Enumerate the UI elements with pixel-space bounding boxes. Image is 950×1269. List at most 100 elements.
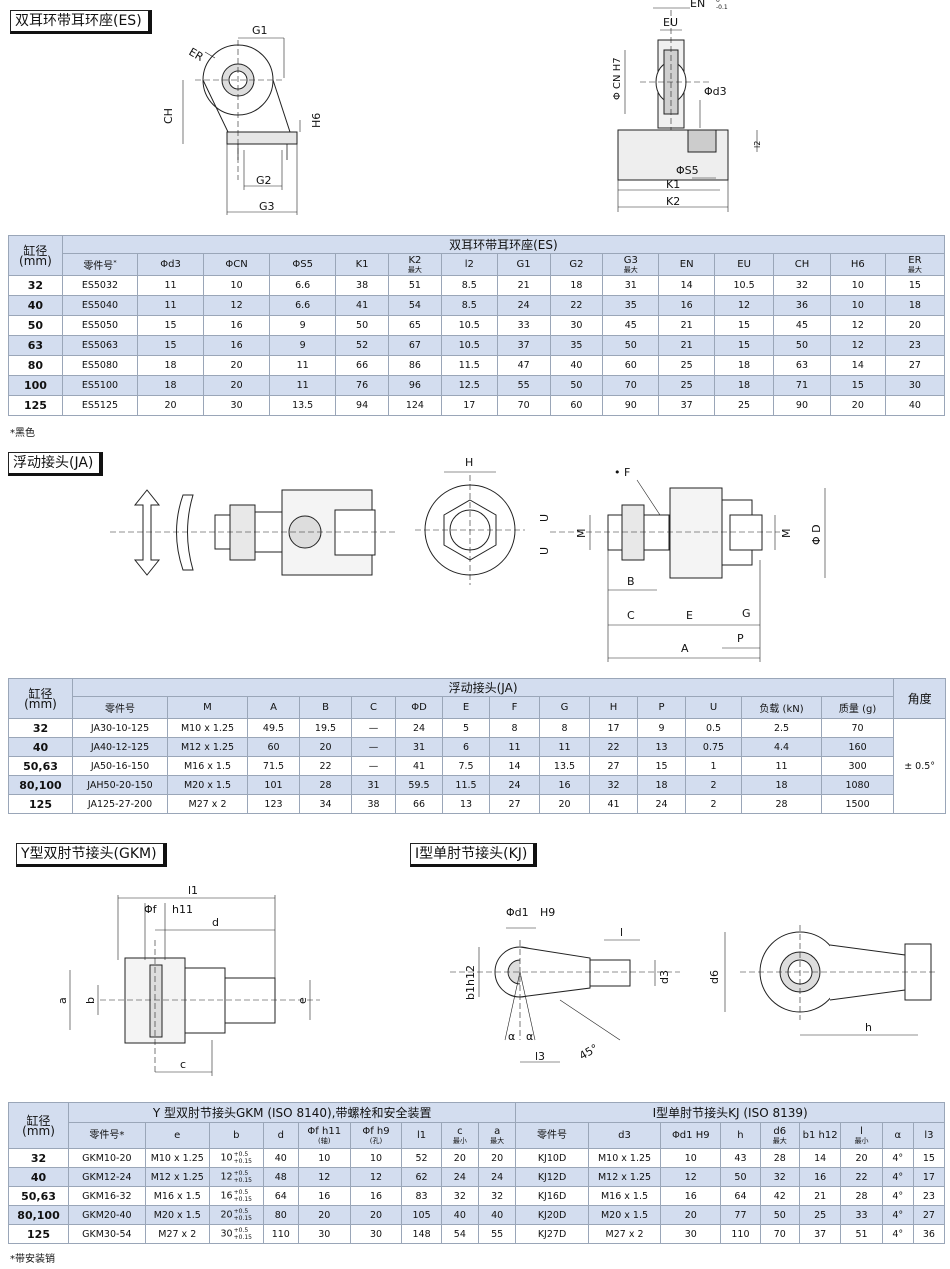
label-kj-l3: l3 bbox=[535, 1050, 545, 1063]
label-kj-45deg: 45° bbox=[577, 1042, 600, 1063]
table-cell: 10 bbox=[349, 1148, 403, 1168]
table-cell: 40 bbox=[440, 1205, 479, 1225]
es-col-2: ΦCN bbox=[203, 253, 271, 276]
table-cell: 20 bbox=[840, 1148, 883, 1168]
table-cell: 101 bbox=[247, 775, 300, 795]
table-cell: 52 bbox=[401, 1148, 442, 1168]
table-cell: 43 bbox=[720, 1148, 761, 1168]
es-right-drawing bbox=[617, 7, 758, 212]
table-cell: 18 bbox=[884, 295, 946, 316]
table-cell: 12 bbox=[297, 1167, 351, 1187]
table-cell: 20 bbox=[349, 1205, 403, 1225]
table-cell: 4° bbox=[881, 1148, 914, 1168]
table-cell: 90 bbox=[773, 395, 831, 416]
table-cell: 70 bbox=[602, 375, 660, 396]
bore-cell: 32 bbox=[8, 718, 73, 738]
table-cell: M12 x 1.25 bbox=[587, 1167, 662, 1187]
bore-cell: 50 bbox=[8, 315, 63, 336]
table-cell: JA50-16-150 bbox=[72, 756, 168, 776]
kj-drawing bbox=[450, 925, 935, 1063]
table-cell: 31 bbox=[602, 275, 660, 296]
kj-col-8: l3 bbox=[912, 1122, 946, 1149]
table-cell: 55 bbox=[496, 375, 551, 396]
gkm-kj-table: 缸径(mm) Y 型双肘节接头GKM (ISO 8140),带螺栓和安全装置 I… bbox=[7, 1102, 946, 1244]
table-cell: 36 bbox=[912, 1224, 946, 1244]
table-cell: 52 bbox=[335, 335, 389, 356]
table-cell: ES5032 bbox=[61, 275, 139, 296]
label-er: ER bbox=[187, 45, 206, 64]
ja-col-7: F bbox=[489, 696, 540, 719]
gkm-col-3: d bbox=[262, 1122, 299, 1149]
table-cell: 20 bbox=[660, 1205, 722, 1225]
table-cell: 51 bbox=[840, 1224, 883, 1244]
table-cell: 13.5 bbox=[269, 395, 337, 416]
bore-cell: 125 bbox=[8, 794, 73, 814]
table-cell: 35 bbox=[602, 295, 660, 316]
es-col-10: EN bbox=[658, 253, 716, 276]
table-cell: M16 x 1.5 bbox=[167, 756, 248, 776]
table-cell: 11.5 bbox=[440, 355, 498, 376]
table-cell: KJ10D bbox=[515, 1148, 589, 1168]
table-cell: M12 x 1.25 bbox=[144, 1167, 210, 1187]
table-cell: 15 bbox=[829, 375, 886, 396]
table-cell: 4° bbox=[881, 1205, 914, 1225]
kj-col-3: h bbox=[720, 1122, 761, 1149]
es-col-12: CH bbox=[773, 253, 831, 276]
table-cell: M27 x 2 bbox=[144, 1224, 210, 1244]
table-cell: 23 bbox=[912, 1186, 946, 1206]
table-cell: 10+0.5+0.15 bbox=[208, 1148, 264, 1168]
table-cell: 22 bbox=[589, 737, 638, 757]
table-cell: 31 bbox=[395, 737, 443, 757]
table-cell: 83 bbox=[401, 1186, 442, 1206]
label-h6: H6 bbox=[310, 113, 323, 128]
table-cell: 32 bbox=[759, 1167, 800, 1187]
table-cell: 40 bbox=[477, 1205, 517, 1225]
ja-angle-value: ± 0.5° bbox=[893, 718, 947, 814]
table-cell: 30 bbox=[297, 1224, 351, 1244]
ja-col-1: M bbox=[167, 696, 248, 719]
table-cell: 20 bbox=[137, 395, 205, 416]
ja-col-10: P bbox=[637, 696, 686, 719]
table-cell: 21 bbox=[658, 335, 716, 356]
gkm-col-1: e bbox=[144, 1122, 210, 1149]
table-cell: 45 bbox=[602, 315, 660, 336]
table-cell: 110 bbox=[262, 1224, 299, 1244]
table-cell: 11 bbox=[741, 756, 822, 776]
label-ja-b: B bbox=[627, 575, 635, 588]
bore-cell: 80 bbox=[8, 355, 63, 376]
table-cell: 32 bbox=[773, 275, 831, 296]
label-ja-h: H bbox=[465, 456, 473, 469]
es-col-11: EU bbox=[714, 253, 775, 276]
ja-col-8: G bbox=[539, 696, 590, 719]
table-cell: 20 bbox=[539, 794, 590, 814]
bore-cell: 80,100 bbox=[7, 1205, 70, 1225]
table-cell: 42 bbox=[759, 1186, 800, 1206]
table-cell: 12.5 bbox=[440, 375, 498, 396]
table-cell: 16 bbox=[203, 335, 271, 356]
label-ja-c: C bbox=[627, 609, 635, 622]
table-cell: ES5100 bbox=[61, 375, 139, 396]
kj-col-1: d3 bbox=[587, 1122, 662, 1149]
label-ja-f: • F bbox=[614, 466, 630, 479]
table-cell: 60 bbox=[602, 355, 660, 376]
table-cell: 1500 bbox=[820, 794, 895, 814]
table-cell: 9 bbox=[269, 315, 337, 336]
ja-col-4: C bbox=[351, 696, 396, 719]
table-cell: 12 bbox=[714, 295, 775, 316]
table-cell: 50 bbox=[335, 315, 389, 336]
table-cell: ES5040 bbox=[61, 295, 139, 316]
table-cell: M20 x 1.5 bbox=[167, 775, 248, 795]
table-cell: 70 bbox=[496, 395, 551, 416]
table-cell: KJ20D bbox=[515, 1205, 589, 1225]
table-cell: 50 bbox=[773, 335, 831, 356]
label-l2: l2 bbox=[753, 141, 762, 148]
table-cell: 24 bbox=[440, 1167, 479, 1187]
bore-cell: 32 bbox=[7, 1148, 70, 1168]
